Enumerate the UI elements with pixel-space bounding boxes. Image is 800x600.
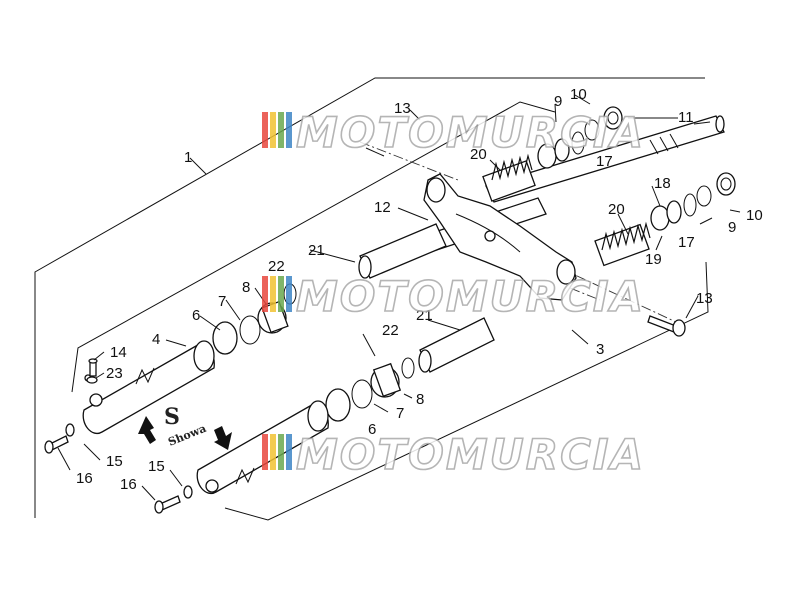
bolt-16-left	[44, 435, 69, 454]
upper-seal-set	[537, 106, 623, 169]
assembly-bracket-1	[34, 77, 705, 518]
watermark-stripe	[286, 434, 292, 470]
callout-9-lower: 9	[728, 219, 736, 236]
spring-lower-20	[594, 221, 651, 267]
triple-clamp	[423, 173, 577, 301]
callout-21-upper: 21	[308, 242, 325, 259]
callout-15-left: 15	[106, 453, 123, 470]
callout-13-upper: 13	[394, 100, 411, 117]
watermark-bottom: MOTOMURCIA	[262, 429, 645, 480]
callout-6-lower: 6	[368, 421, 376, 438]
assembly-bracket-3	[224, 261, 709, 521]
watermark-stripe	[270, 112, 276, 148]
callout-22-upper: 22	[268, 258, 285, 275]
callout-labels: 1 3 4 6 6 7 7 8 8 9 9 10 10 11 12 13 13 …	[76, 86, 763, 493]
washer-15-left	[65, 423, 75, 437]
watermark-stripe	[270, 276, 276, 312]
spring-upper-20	[482, 153, 536, 202]
bolt-13-upper	[365, 147, 385, 157]
callout-10-lower: 10	[746, 207, 763, 224]
callout-7-upper: 7	[218, 293, 226, 310]
callout-11: 11	[678, 109, 694, 126]
fork-leg-left	[82, 340, 215, 434]
watermark-stripe	[262, 276, 268, 312]
callout-18: 18	[654, 175, 671, 192]
watermark-stripe	[286, 276, 292, 312]
lower-seal-set	[650, 172, 736, 231]
watermark-stripe	[270, 434, 276, 470]
callout-17-upper: 17	[596, 153, 613, 170]
callout-19: 19	[645, 251, 662, 268]
watermark-stripe	[286, 112, 292, 148]
watermark-stripe	[278, 276, 284, 312]
inner-tube-lower-21	[418, 317, 495, 373]
callout-16-right: 16	[120, 476, 137, 493]
watermark-stripe	[278, 434, 284, 470]
callout-22-lower: 22	[382, 322, 399, 339]
watermark-stripe	[278, 112, 284, 148]
callout-16-left: 16	[76, 470, 93, 487]
watermark-stripe	[262, 434, 268, 470]
callout-6-upper: 6	[192, 307, 200, 324]
leader-lines	[57, 94, 741, 501]
brand-logo-letter: S	[164, 404, 180, 430]
washer-15-right	[183, 485, 193, 499]
watermark-text: MOTOMURCIA	[296, 272, 645, 321]
screw-14	[88, 358, 98, 377]
watermark-text: MOTOMURCIA	[296, 430, 645, 479]
callout-15-right: 15	[148, 458, 165, 475]
callout-17-lower: 17	[678, 234, 695, 251]
watermark-text: MOTOMURCIA	[296, 108, 645, 157]
callout-7-lower: 7	[396, 405, 404, 422]
callout-4: 4	[152, 331, 160, 348]
inner-tube-upper-21	[358, 223, 447, 279]
washer-23	[86, 376, 98, 384]
callout-10-upper: 10	[570, 86, 587, 103]
arrow-up-icon	[138, 416, 156, 444]
right-fork-caps	[325, 357, 415, 422]
callout-3: 3	[596, 341, 604, 358]
callout-20-upper: 20	[470, 146, 487, 163]
callout-12: 12	[374, 199, 391, 216]
callout-23: 23	[106, 365, 123, 382]
callout-8-lower: 8	[416, 391, 424, 408]
bolt-16-right	[154, 495, 181, 514]
bolt-13-lower	[647, 315, 686, 337]
watermark-middle: MOTOMURCIA	[262, 271, 645, 322]
callout-13-lower: 13	[696, 290, 713, 307]
callout-8-upper: 8	[242, 279, 250, 296]
callout-21-lower: 21	[416, 307, 433, 324]
assembly-bracket-left-fork	[71, 101, 556, 393]
callout-14: 14	[110, 344, 127, 361]
callout-1: 1	[184, 149, 192, 166]
callout-9-upper: 9	[554, 93, 562, 110]
arrow-down-icon	[214, 426, 232, 450]
watermark-stripe	[262, 112, 268, 148]
watermark-top: MOTOMURCIA	[262, 107, 645, 158]
callout-20-lower: 20	[608, 201, 625, 218]
